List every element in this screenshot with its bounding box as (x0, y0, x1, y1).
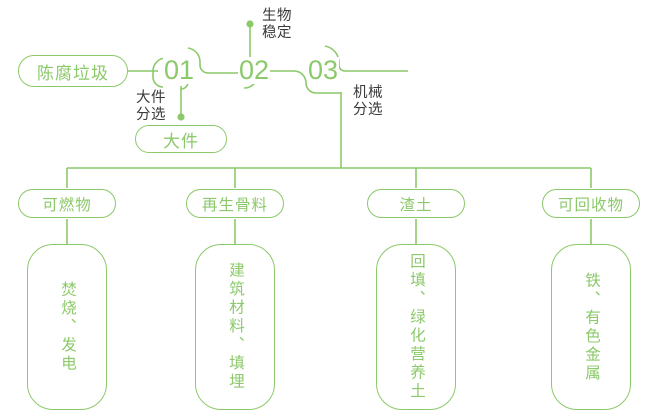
stage-number-02-text: 02 (239, 55, 270, 85)
dot-large-item (177, 113, 185, 121)
outcome-box-1[interactable]: 焚烧、发电 (27, 244, 107, 410)
node-source[interactable]: 陈腐垃圾 (18, 55, 128, 87)
node-output-category-4[interactable]: 可回收物 (542, 189, 640, 218)
node-side-output-label: 大件 (163, 131, 199, 151)
node-output-category-3-label: 渣土 (399, 196, 433, 214)
node-output-category-2[interactable]: 再生骨料 (186, 189, 284, 218)
node-side-output[interactable]: 大件 (135, 125, 227, 153)
arc-03-lower-left (288, 70, 341, 94)
node-output-category-1-label: 可燃物 (42, 196, 92, 214)
node-output-category-3[interactable]: 渣土 (367, 189, 465, 218)
stage-number-03[interactable]: 03 (307, 55, 340, 85)
outcome-box-2[interactable]: 建筑材料、填埋 (195, 244, 275, 410)
stage-number-01[interactable]: 01 (163, 55, 196, 85)
wire-03-exit-right (338, 63, 408, 72)
node-output-category-1[interactable]: 可燃物 (18, 189, 116, 218)
outcome-box-1-text: 焚烧、发电 (59, 280, 76, 374)
annotation-stage-02: 生物 稳定 (262, 8, 292, 42)
node-output-category-4-label: 可回收物 (557, 196, 624, 214)
outcome-box-4-text: 铁、有色金属 (583, 271, 600, 383)
stage-number-03-text: 03 (308, 55, 339, 85)
node-output-category-2-label: 再生骨料 (201, 196, 268, 214)
dot-bio-stable (246, 20, 254, 28)
outcome-box-3[interactable]: 回填、绿化营养土 (376, 244, 456, 410)
outcome-box-3-text: 回填、绿化营养土 (408, 253, 425, 401)
node-source-label: 陈腐垃圾 (37, 63, 109, 83)
outcome-box-4[interactable]: 铁、有色金属 (551, 244, 631, 410)
stage-number-01-text: 01 (164, 55, 195, 85)
arc-01-lower-left (152, 71, 164, 88)
arc-01-upper-right (187, 47, 201, 62)
outcome-box-2-text: 建筑材料、填埋 (227, 262, 244, 392)
stage-number-02[interactable]: 02 (238, 55, 271, 85)
annotation-stage-01: 大件 分选 (136, 90, 166, 124)
wire-01-to-02 (199, 61, 236, 74)
annotation-stage-03: 机械 分选 (353, 85, 383, 119)
